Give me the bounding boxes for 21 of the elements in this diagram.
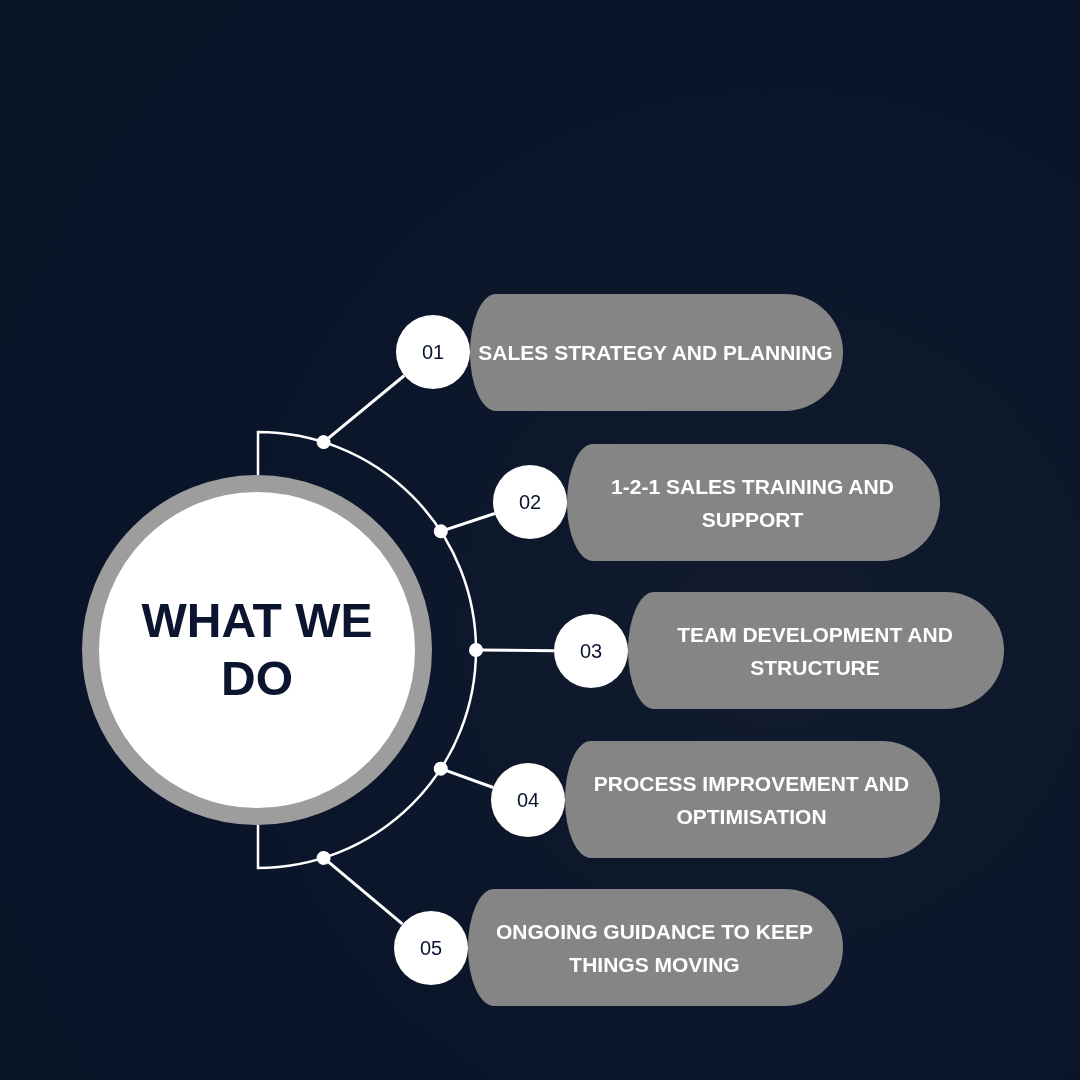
step-label: PROCESS IMPROVEMENT AND OPTIMISATION xyxy=(592,770,911,830)
step-pill xyxy=(628,592,1004,709)
step-number: 04 xyxy=(516,788,540,812)
step-pill xyxy=(567,444,940,561)
connector-line xyxy=(469,643,554,657)
step-label: SALES STRATEGY AND PLANNING xyxy=(478,340,833,366)
step-number: 03 xyxy=(579,639,603,663)
step-number: 01 xyxy=(421,340,445,364)
step-pill xyxy=(565,741,940,858)
step-label: TEAM DEVELOPMENT AND STRUCTURE xyxy=(676,621,954,681)
step-pill xyxy=(468,889,843,1006)
step-label: 1-2-1 SALES TRAINING AND SUPPORT xyxy=(610,473,895,533)
step-number: 02 xyxy=(518,490,542,514)
connector-line xyxy=(433,761,494,789)
connector-line xyxy=(316,850,404,926)
hub-title: WHAT WE DO xyxy=(140,593,374,707)
connector-line xyxy=(316,374,406,450)
step-label: ONGOING GUIDANCE TO KEEP THINGS MOVING xyxy=(495,918,814,978)
step-pill xyxy=(470,294,843,411)
step-number: 05 xyxy=(419,936,443,960)
connector-line xyxy=(433,512,496,539)
